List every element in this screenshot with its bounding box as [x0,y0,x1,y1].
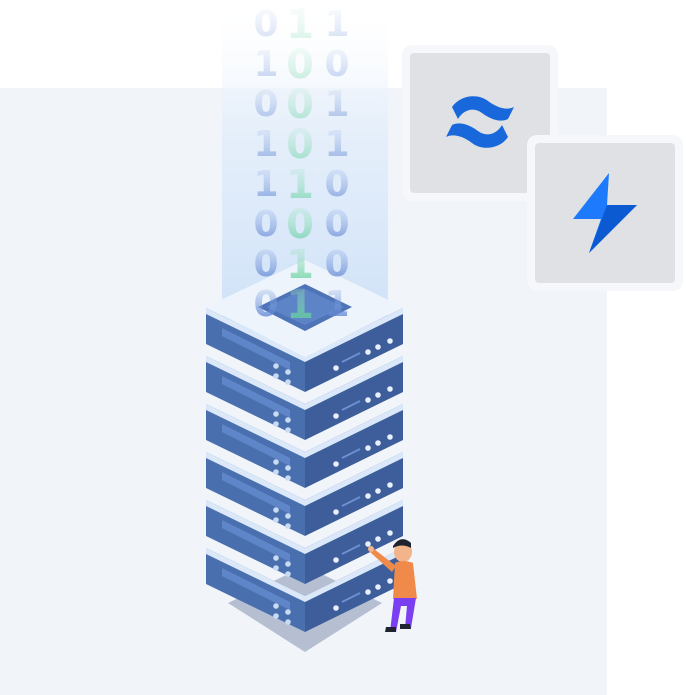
binary-digit: 0 [324,204,349,245]
binary-digit: 1 [324,124,349,165]
server-unit [206,452,403,536]
binary-digit: 0 [286,42,314,88]
server-unit [206,356,403,440]
binary-digit: 0 [253,84,278,125]
confluence-logo-icon [446,96,514,148]
binary-digit: 0 [253,204,278,245]
jira-tile [527,135,683,291]
binary-digit: 0 [324,244,349,285]
binary-digit: 1 [324,84,349,125]
binary-digit: 0 [286,122,314,168]
binary-digit: 1 [324,4,349,45]
binary-digit: 1 [286,242,314,288]
confluence-tile [402,45,558,201]
binary-digit: 1 [286,162,314,208]
binary-digit: 1 [253,124,278,165]
binary-digit: 0 [324,164,349,205]
server-unit [206,548,403,632]
server-stack [206,308,403,632]
binary-digit: 0 [253,244,278,285]
binary-digit: 1 [253,44,278,85]
binary-digit: 1 [324,284,349,325]
binary-digit: 0 [324,44,349,85]
binary-digit: 0 [286,82,314,128]
server-unit [206,500,403,584]
server-unit [206,404,403,488]
server-unit [206,308,403,392]
binary-digit: 0 [253,284,278,325]
binary-digit: 0 [286,202,314,248]
jira-logo-icon [573,173,637,253]
binary-digit: 0 [253,4,278,45]
binary-digit: 1 [286,2,314,48]
person-figure [368,539,417,632]
server-top-cap [206,260,403,357]
binary-digit: 1 [286,282,314,328]
binary-digit: 1 [253,164,278,205]
